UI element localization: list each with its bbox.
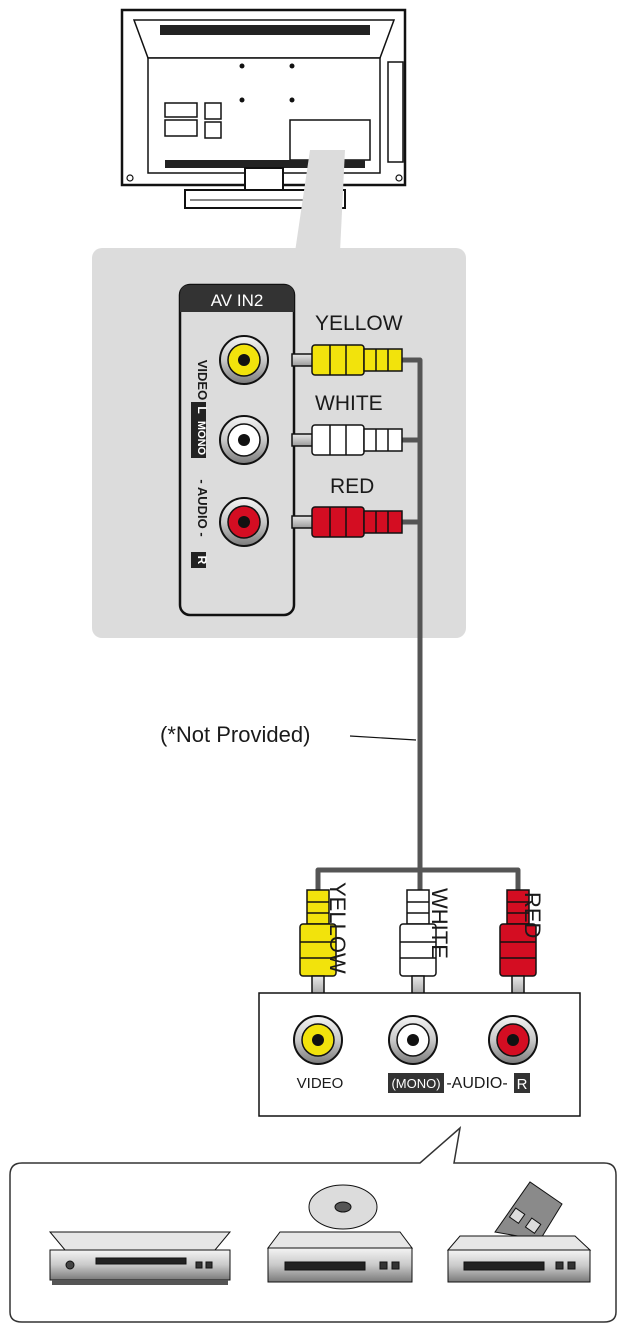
yellow-cable-label: YELLOW bbox=[315, 312, 403, 335]
not-provided-note: (*Not Provided) bbox=[160, 722, 310, 747]
device-r-label: R bbox=[517, 1076, 528, 1093]
note-pointer bbox=[349, 735, 417, 741]
vcr-icon bbox=[446, 1181, 592, 1283]
l-port-label: L bbox=[195, 406, 209, 413]
red-cable-label: RED bbox=[330, 475, 374, 498]
white-cable-label: WHITE bbox=[315, 392, 383, 415]
dvd-player-icon bbox=[48, 1231, 232, 1285]
device-video-label: VIDEO bbox=[297, 1075, 344, 1092]
yellow-plug-tv bbox=[291, 344, 403, 376]
device-audio-label: -AUDIO- bbox=[446, 1075, 507, 1092]
video-port-label: VIDEO bbox=[195, 360, 210, 400]
red-plug-device bbox=[499, 889, 537, 999]
audio-port-label: - AUDIO - bbox=[195, 479, 210, 536]
device-video-jack bbox=[293, 1015, 343, 1065]
device-mono-label: (MONO) bbox=[391, 1076, 440, 1091]
red-plug-label: RED bbox=[520, 892, 545, 938]
tv-back-icon bbox=[120, 8, 407, 209]
tv-audio-r-jack bbox=[219, 497, 269, 547]
red-plug-tv bbox=[291, 506, 403, 538]
white-plug-tv bbox=[291, 424, 403, 456]
mono-port-label: MONO bbox=[195, 421, 207, 456]
yellow-plug-label: YELLOW bbox=[325, 882, 350, 974]
white-plug-label: WHITE bbox=[427, 888, 452, 959]
zoom-wedge bbox=[295, 150, 345, 252]
device-audio-r-jack bbox=[488, 1015, 538, 1065]
white-plug-device bbox=[399, 889, 437, 999]
disc-player-icon bbox=[267, 1184, 413, 1283]
r-port-label: R bbox=[195, 556, 209, 565]
tv-video-jack bbox=[219, 335, 269, 385]
device-audio-l-jack bbox=[388, 1015, 438, 1065]
av-in2-title: AV IN2 bbox=[211, 291, 264, 310]
yellow-plug-device bbox=[299, 889, 337, 999]
tv-audio-l-jack bbox=[219, 415, 269, 465]
